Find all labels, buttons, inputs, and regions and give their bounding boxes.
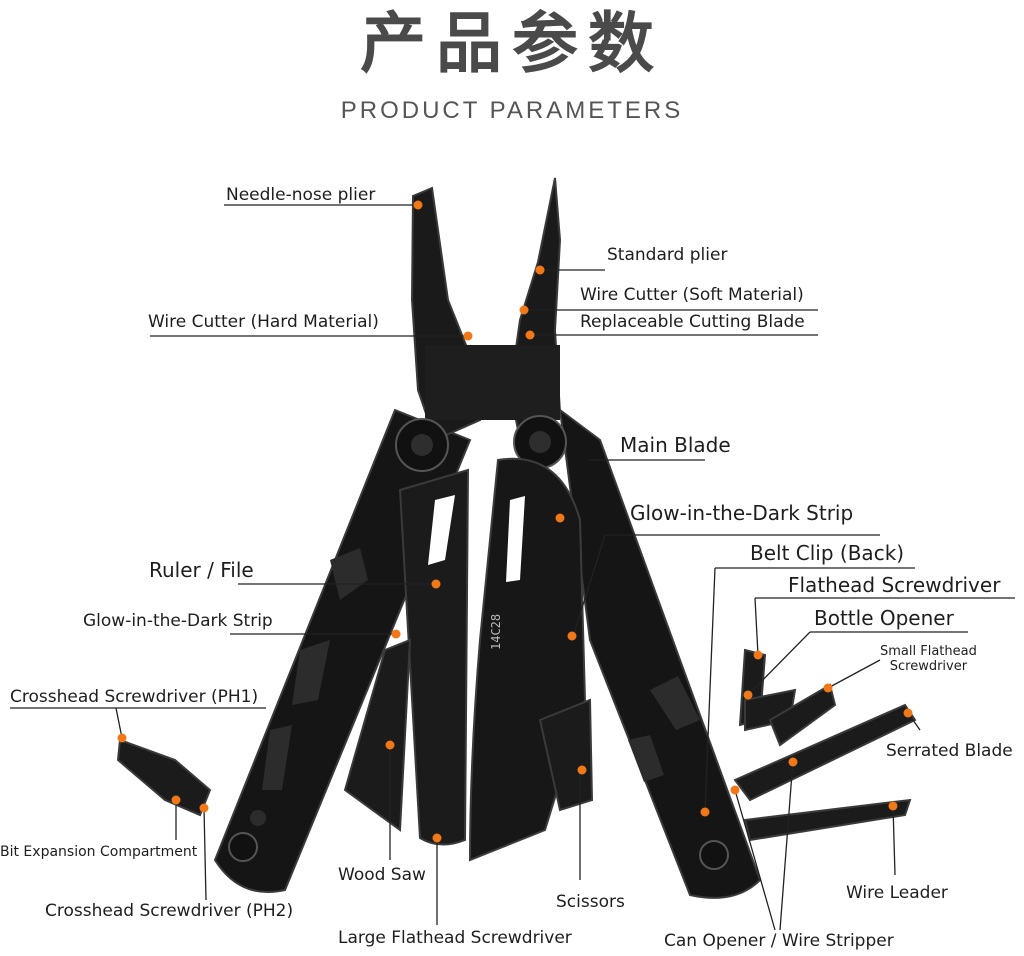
file-tool: [398, 468, 470, 846]
label-small-flathead-screwdriver: Small Flathead Screwdriver: [880, 644, 977, 675]
marker-serrated: [903, 708, 913, 718]
label-crosshead-ph1: Crosshead Screwdriver (PH1): [10, 687, 259, 707]
marker-flathead: [753, 650, 763, 660]
marker-wire-cutter-hard: [463, 331, 473, 341]
label-can-opener: Can Opener / Wire Stripper: [664, 931, 894, 951]
marker-ph2: [199, 803, 209, 813]
label-belt-clip: Belt Clip (Back): [750, 541, 905, 565]
label-small-flathead-line1: Small Flathead: [880, 644, 977, 659]
blade-marking: 14C28: [489, 614, 503, 650]
label-crosshead-ph2: Crosshead Screwdriver (PH2): [45, 901, 294, 921]
leader-lines: [10, 204, 1015, 931]
label-glow-strip-right: Glow-in-the-Dark Strip: [630, 501, 854, 525]
label-large-flathead: Large Flathead Screwdriver: [338, 928, 572, 948]
bit-holder: [116, 738, 212, 817]
marker-bottle-opener: [743, 690, 753, 700]
label-ruler-file: Ruler / File: [149, 558, 254, 582]
right-handle: [558, 407, 762, 899]
marker-wire-leader: [888, 801, 898, 811]
label-replaceable-cutting-blade: Replaceable Cutting Blade: [580, 312, 805, 332]
marker-can-opener-1: [730, 785, 740, 795]
label-serrated-blade: Serrated Blade: [886, 741, 1013, 761]
label-main-blade: Main Blade: [620, 433, 731, 457]
pivot-screws: [228, 415, 729, 870]
file-slot: [428, 495, 455, 565]
label-needle-nose-plier: Needle-nose plier: [226, 185, 376, 205]
label-wire-cutter-hard: Wire Cutter (Hard Material): [148, 312, 379, 332]
marker-standard-plier: [535, 265, 545, 275]
marker-glow-right: [567, 631, 577, 641]
plier-jaws: [410, 177, 562, 442]
marker-large-flathead: [432, 833, 442, 843]
label-standard-plier: Standard plier: [607, 245, 728, 265]
marker-wire-cutter-soft: [519, 305, 529, 315]
marker-ph1: [117, 733, 127, 743]
marker-replaceable-blade: [525, 330, 535, 340]
saw-tool: [343, 638, 412, 832]
label-bottle-opener: Bottle Opener: [814, 606, 954, 630]
marker-scissors: [577, 765, 587, 775]
marker-ruler-file: [431, 579, 441, 589]
label-glow-strip-left: Glow-in-the-Dark Strip: [83, 611, 273, 631]
label-bit-expansion: Bit Expansion Compartment: [0, 844, 198, 860]
marker-bit-expansion: [171, 795, 181, 805]
page-title-english: PRODUCT PARAMETERS: [340, 97, 684, 124]
label-small-flathead-line2: Screwdriver: [889, 658, 968, 674]
marker-main-blade: [555, 513, 565, 523]
page-title-chinese: 产品参数: [360, 5, 664, 82]
marker-wood-saw: [385, 740, 395, 750]
callout-markers: [117, 200, 913, 843]
marker-can-opener-2: [788, 757, 798, 767]
label-flathead-screwdriver: Flathead Screwdriver: [788, 573, 1001, 597]
marker-belt-clip: [700, 807, 710, 817]
marker-needle-nose: [413, 200, 423, 210]
fold-out-tools: [733, 648, 917, 842]
marker-small-flathead: [823, 683, 833, 693]
label-scissors: Scissors: [556, 892, 625, 912]
label-wood-saw: Wood Saw: [338, 865, 426, 885]
label-wire-leader: Wire Leader: [846, 883, 948, 903]
main-blade-hole: [506, 496, 525, 582]
marker-glow-left: [391, 629, 401, 639]
label-wire-cutter-soft: Wire Cutter (Soft Material): [580, 285, 804, 305]
scissors-tool: [538, 698, 594, 812]
